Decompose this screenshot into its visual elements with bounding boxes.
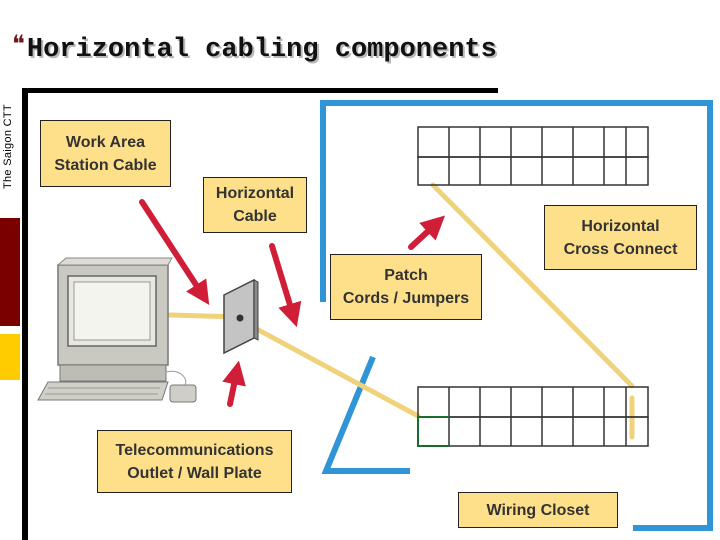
label-telecommunications-outlet: Telecommunications Outlet / Wall Plate bbox=[97, 430, 292, 493]
vertical-divider bbox=[22, 88, 28, 540]
pointer-arrows bbox=[139, 199, 446, 407]
patch-cord-line bbox=[430, 182, 635, 389]
label-horizontal-cross-connect: Horizontal Cross Connect bbox=[544, 205, 697, 270]
desktop-computer-icon bbox=[37, 257, 197, 403]
label-horizontal-cable: Horizontal Cable bbox=[203, 177, 307, 233]
patch-panel-bottom-green-port bbox=[417, 416, 449, 447]
wiring-closet-wall bbox=[320, 100, 713, 531]
patch-panel-bottom bbox=[417, 386, 649, 447]
patch-panel-bottom-row-1 bbox=[417, 386, 649, 418]
wiring-closet-wall-lower bbox=[321, 355, 410, 474]
horizontal-cable-line bbox=[237, 317, 421, 419]
label-patch-cords-jumpers: Patch Cords / Jumpers bbox=[330, 254, 482, 320]
sidebar-accent-block-yellow bbox=[0, 334, 20, 380]
arrow-wall-plate bbox=[222, 360, 246, 407]
arrow-horizontal-cable bbox=[269, 243, 302, 328]
patch-panel-bottom-row-2 bbox=[417, 416, 649, 447]
patch-panel-top bbox=[417, 126, 649, 186]
title-bullet-icon: ❝ bbox=[12, 30, 25, 58]
arrow-work-area bbox=[139, 199, 210, 306]
slide-title: ❝ Horizontal cabling components bbox=[12, 30, 497, 70]
sidebar-accent-block-dark bbox=[0, 218, 20, 326]
horizontal-divider bbox=[22, 88, 498, 93]
label-work-area-station-cable: Work Area Station Cable bbox=[40, 120, 171, 187]
sidebar: The Saigon CTT bbox=[0, 0, 22, 540]
wall-plate-icon bbox=[223, 278, 259, 355]
title-text: Horizontal cabling components bbox=[26, 35, 497, 65]
arrow-patch-cords bbox=[408, 215, 446, 250]
patch-panel-top-row-2 bbox=[417, 156, 649, 186]
label-wiring-closet: Wiring Closet bbox=[458, 492, 618, 528]
patch-panel-top-row-1 bbox=[417, 126, 649, 158]
